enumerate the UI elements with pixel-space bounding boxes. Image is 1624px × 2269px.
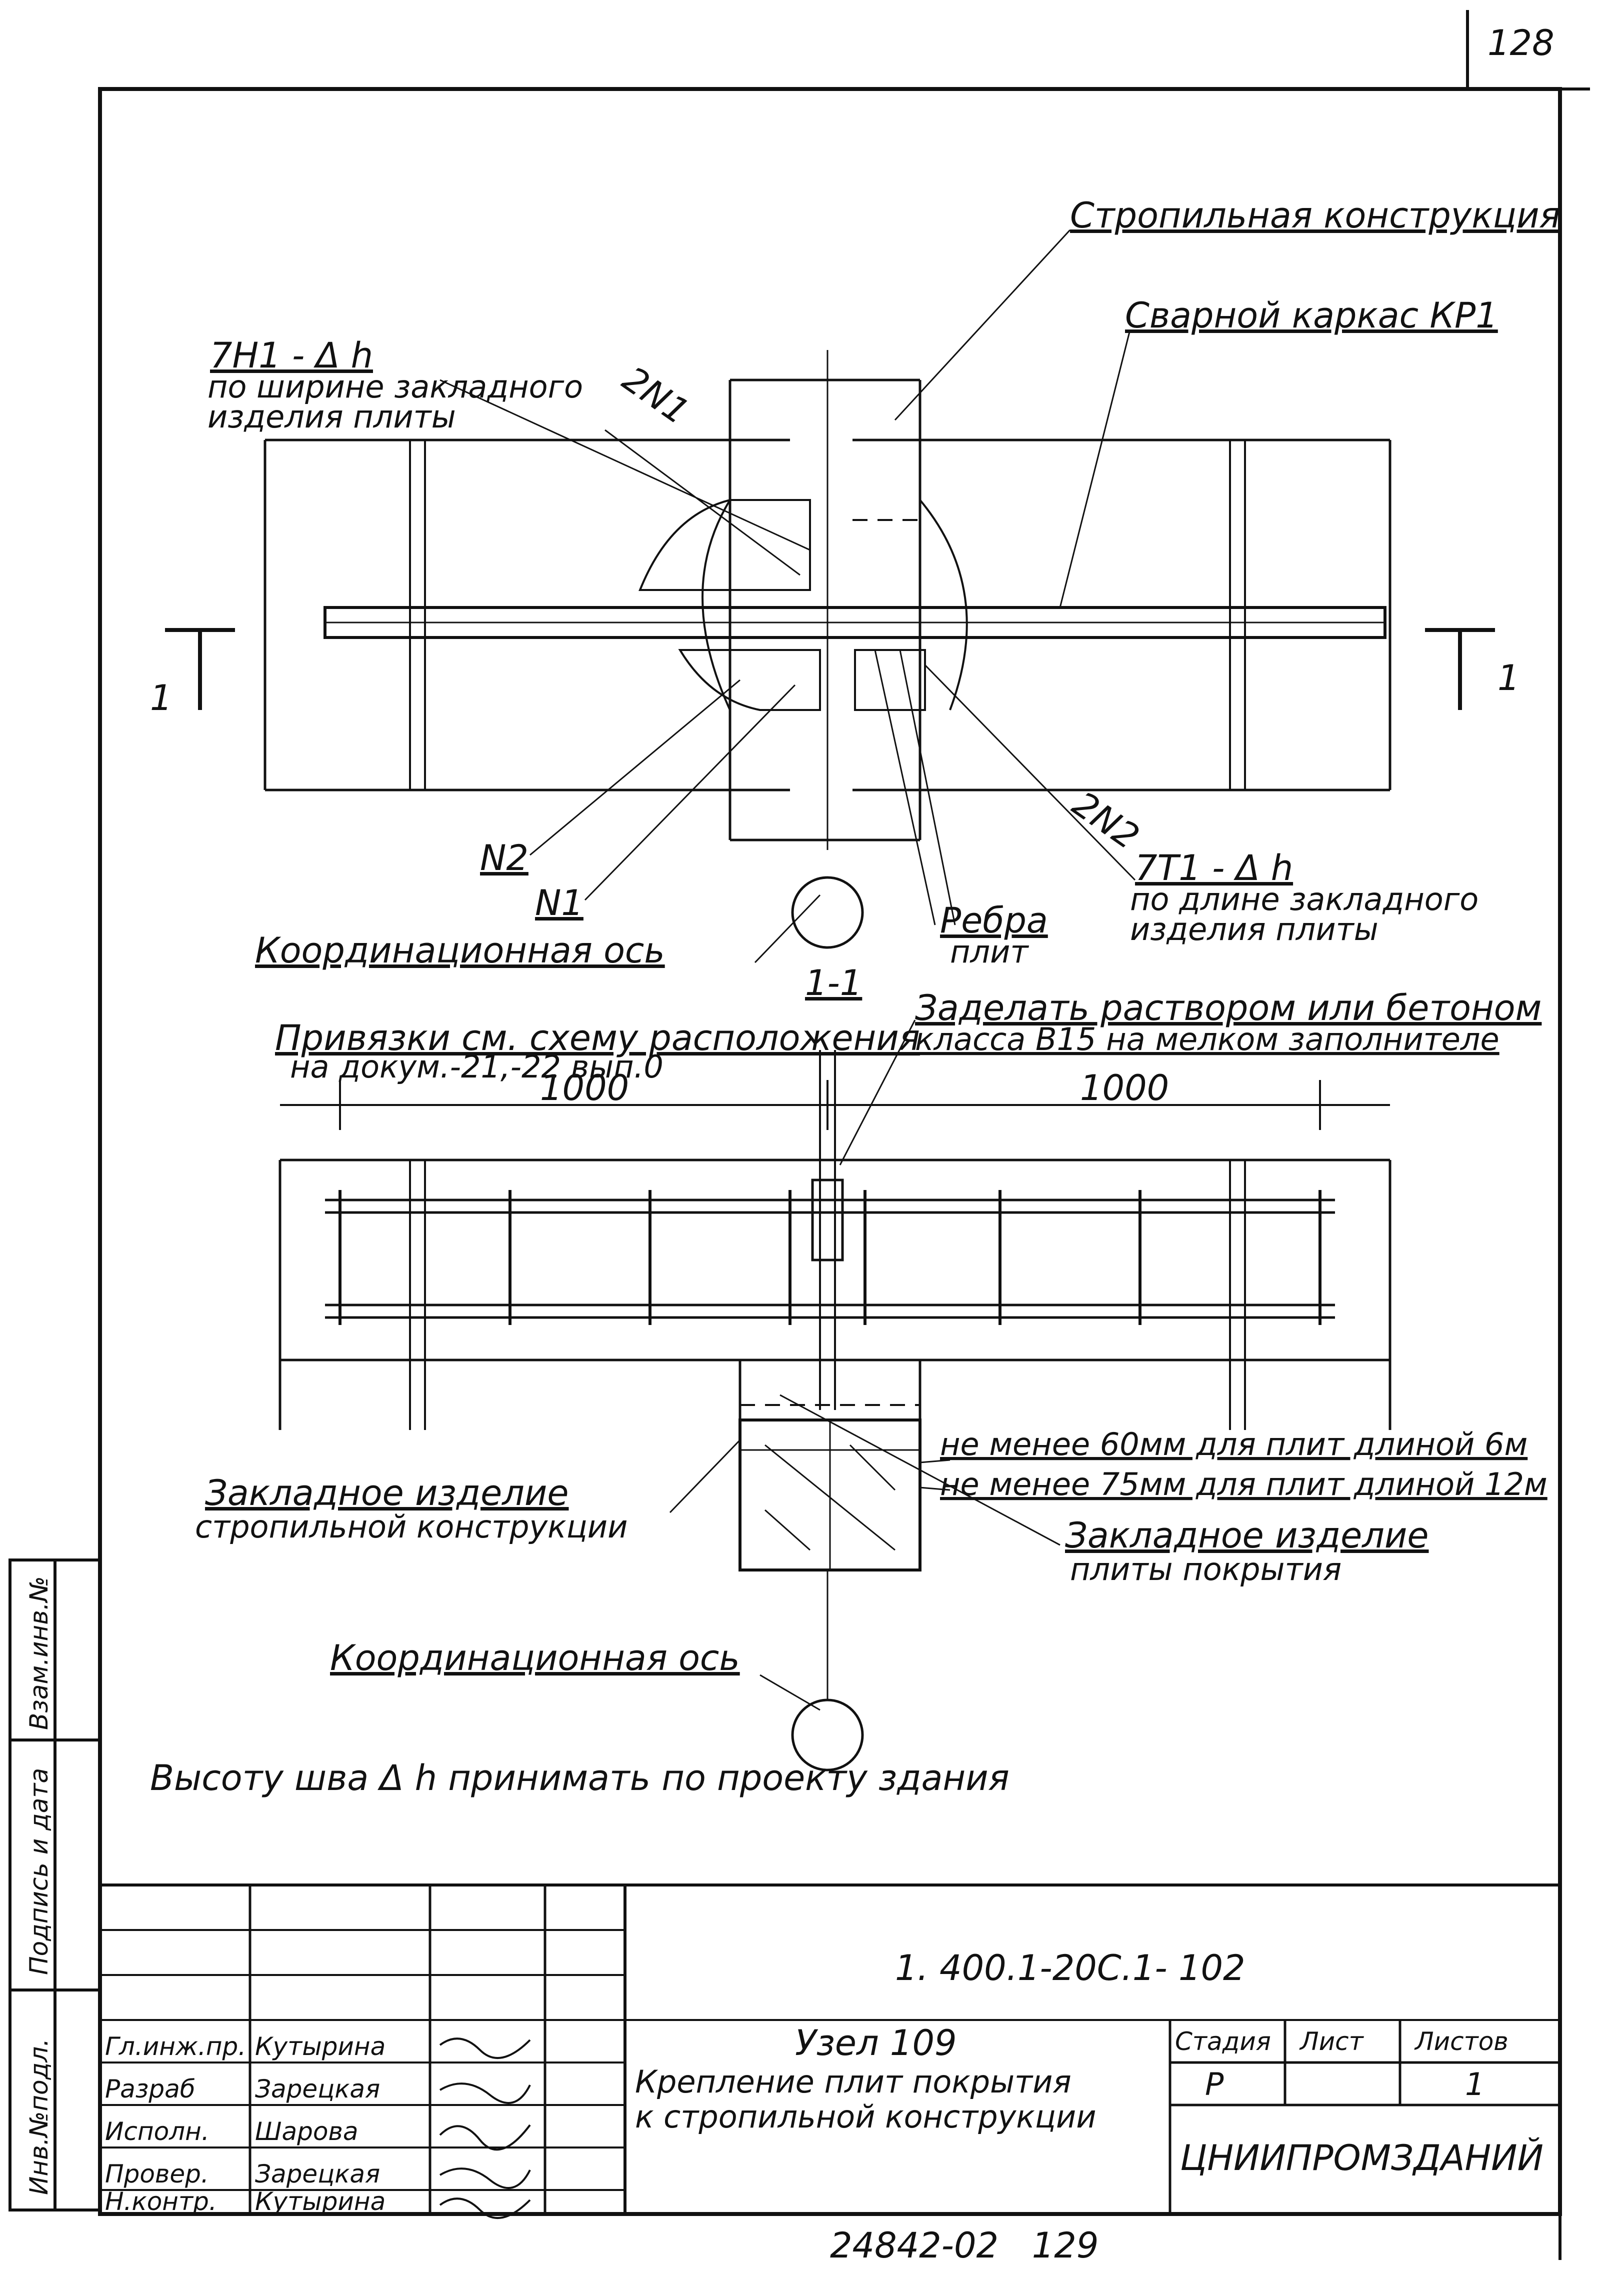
- bottom-code: 24842-02 129: [830, 2225, 1098, 2266]
- name-checker: Зарецкая: [255, 2160, 380, 2188]
- dimension-left: 1000: [540, 1068, 629, 1108]
- label-n1: N1: [535, 882, 584, 924]
- general-note: Высоту шва Δ h принимать по проекту здан…: [150, 1758, 1010, 1798]
- sheet-frame: [98, 10, 1590, 2260]
- sheets-header: Листов: [1414, 2027, 1508, 2056]
- label-binding-line2: на докум.-21,-22 вып.0: [290, 1048, 664, 1085]
- label-fill-line2: класса В15 на мелком заполнителе: [915, 1021, 1500, 1058]
- stage-value: Р: [1205, 2066, 1224, 2102]
- label-embed-truss-line2: стропильной конструкции: [195, 1508, 628, 1545]
- label-ribs: Ребра: [940, 900, 1048, 941]
- drawing-title-line3: к стропильной конструкции: [635, 2098, 1096, 2135]
- title-block: [100, 1884, 1560, 2214]
- sheet-header: Лист: [1299, 2027, 1364, 2056]
- label-weld-7t1: 7Т1 - Δ h: [1135, 848, 1293, 888]
- signature-marks: [439, 2038, 531, 2219]
- drawing-title: Узел 109: [795, 2022, 957, 2064]
- dimension-right: 1000: [1080, 1068, 1169, 1108]
- label-weld-7h1: 7Н1 - Δ h: [210, 335, 373, 376]
- label-min-60: не менее 60мм для плит длиной 6м: [940, 1426, 1528, 1462]
- section-view: [278, 1020, 1392, 1772]
- label-truss-structure: Стропильная конструкция: [1070, 195, 1560, 236]
- label-embed-truss: Закладное изделие: [205, 1472, 568, 1514]
- drawing-title-line2: Крепление плит покрытия: [635, 2064, 1072, 2100]
- plan-view: [165, 229, 1495, 964]
- label-weld-7t1-line2: по длине закладного: [1130, 881, 1478, 918]
- name-developer: Зарецкая: [255, 2074, 380, 2104]
- label-min-75: не менее 75мм для плит длиной 12м: [940, 1466, 1548, 1502]
- label-embed-slab-line2: плиты покрытия: [1070, 1551, 1342, 1588]
- side-stamp: [8, 1558, 102, 2212]
- label-binding: Привязки см. схему расположения: [275, 1018, 920, 1058]
- label-n2: N2: [480, 838, 528, 878]
- label-weld-frame: Сварной каркас КР1: [1125, 295, 1498, 336]
- label-2n2: 2N2: [1065, 784, 1146, 858]
- stage-header: Стадия: [1175, 2027, 1271, 2056]
- label-weld-7t1-line3: изделия плиты: [1130, 911, 1378, 948]
- label-weld-7h1-line2: по ширине закладного: [208, 368, 583, 405]
- label-coord-axis-1: Координационная ось: [255, 930, 665, 971]
- label-2n1: 2N1: [615, 358, 696, 432]
- section-title: 1-1: [805, 962, 862, 1004]
- side-stamp-sign-date: Подпись и дата: [24, 1768, 54, 1975]
- sheet-number: 128: [1488, 22, 1554, 64]
- sheets-value: 1: [1465, 2066, 1484, 2102]
- role-checker: Провер.: [105, 2160, 209, 2188]
- label-embed-slab: Закладное изделие: [1065, 1515, 1428, 1556]
- section-marker-left: 1: [150, 678, 172, 718]
- name-chief-engineer: Кутырина: [255, 2032, 386, 2061]
- label-fill: Заделать раствором или бетоном: [915, 988, 1542, 1028]
- label-coord-axis-2: Координационная ось: [330, 1638, 740, 1678]
- document-code: 1. 400.1-20С.1- 102: [895, 1948, 1246, 1988]
- organization-name: ЦНИИПРОМЗДАНИЙ: [1180, 2138, 1544, 2178]
- role-norm-control: Н.контр.: [105, 2187, 217, 2216]
- side-stamp-inv-replace: Взам.инв.№: [24, 1576, 54, 1730]
- section-marker-right: 1: [1498, 658, 1520, 698]
- label-weld-7h1-line3: изделия плиты: [208, 398, 456, 435]
- name-norm-control: Кутырина: [255, 2187, 386, 2216]
- name-executor: Шарова: [255, 2117, 358, 2146]
- role-developer: Разраб: [105, 2074, 196, 2104]
- role-executor: Исполн.: [105, 2117, 210, 2146]
- role-chief-engineer: Гл.инж.пр.: [105, 2032, 246, 2061]
- label-ribs-line2: плит: [950, 934, 1029, 970]
- side-stamp-inv-orig: Инв.№подл.: [24, 2038, 54, 2195]
